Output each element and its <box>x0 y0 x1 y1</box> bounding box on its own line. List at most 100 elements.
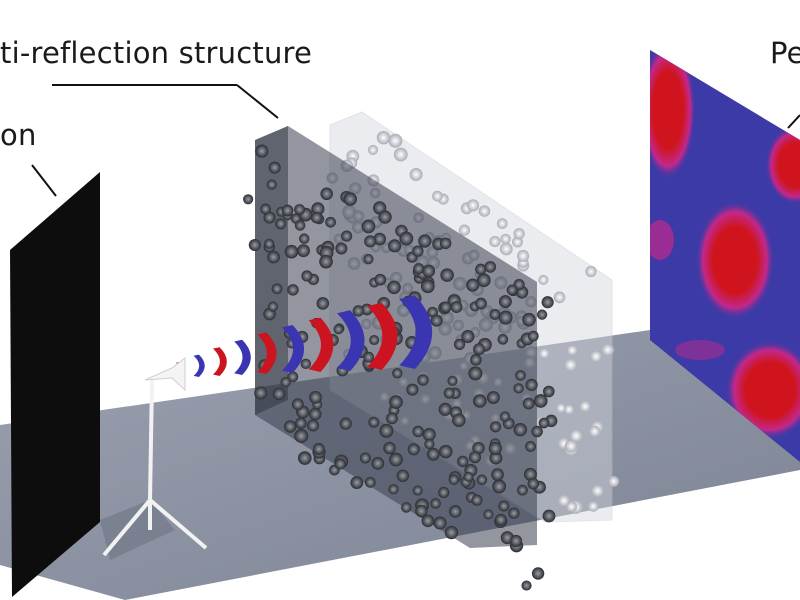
scatterer-sphere <box>424 438 435 450</box>
scatterer-sphere <box>531 425 543 438</box>
scatterer-sphere <box>343 192 357 206</box>
wavefront-arc <box>308 317 334 372</box>
label-anti-reflection-structure: ti-reflection structure <box>0 36 313 70</box>
scatterer-sphere <box>489 451 503 465</box>
scatterer-sphere <box>500 233 511 245</box>
scatterer-sphere <box>422 427 436 442</box>
scatterer-sphere <box>475 263 487 275</box>
scatterer-sphere <box>541 296 554 309</box>
scatterer-sphere <box>413 263 425 275</box>
scatterer-sphere <box>420 279 435 294</box>
scatterer-sphere <box>301 270 313 282</box>
scatterer-sphere <box>498 295 512 309</box>
scatterer-sphere <box>361 219 376 234</box>
scatterer-sphere <box>254 386 268 400</box>
scatterer-sphere <box>367 144 379 156</box>
scatterer-sphere <box>368 416 380 428</box>
scatterer-sphere <box>300 358 312 370</box>
scatterer-sphere <box>422 264 436 278</box>
scatterer-sphere <box>448 474 460 485</box>
scatterer-sphere <box>412 245 424 257</box>
scatterer-sphere <box>525 378 538 392</box>
panel-shadow <box>100 500 175 560</box>
scatterer-sphere <box>363 253 374 265</box>
scatterer-sphere <box>272 387 286 401</box>
scatterer-sphere <box>556 402 567 414</box>
label-pattern: Pe <box>770 36 800 70</box>
scatterer-sphere <box>388 133 403 148</box>
scatterer-sphere <box>608 475 620 487</box>
scatterer-sphere <box>468 366 483 381</box>
scatterer-sphere <box>386 412 398 425</box>
scatterer-sphere <box>415 504 428 518</box>
speaker-on-tripod <box>102 379 208 557</box>
scatterer-sphere <box>264 238 275 249</box>
label-leader-structure-diag <box>236 84 279 119</box>
wavefront-arc <box>234 339 251 375</box>
scatterer-sphere <box>438 444 453 459</box>
scatterer-sphere <box>440 268 454 282</box>
scatterer-sphere <box>287 284 299 296</box>
scatterer-sphere <box>371 456 385 470</box>
scatterer-sphere <box>378 210 392 224</box>
scatterer-sphere <box>393 147 408 162</box>
scatterer-sphere <box>438 486 450 499</box>
scatterer-sphere <box>513 383 524 394</box>
scatterer-sphere <box>524 467 537 481</box>
scatterer-sphere <box>538 417 550 429</box>
scatterer-sphere <box>320 187 333 201</box>
scatterer-sphere <box>489 421 501 433</box>
scatterer-sphere <box>387 280 401 295</box>
scatterer-sphere <box>374 273 387 286</box>
scatterer-sphere <box>508 507 520 519</box>
scatterer-sphere <box>466 278 480 292</box>
scatterer-sphere <box>389 452 403 467</box>
scatterer-sphere <box>590 350 603 363</box>
scatterer-sphere <box>499 411 511 422</box>
scatterer-sphere <box>267 301 279 312</box>
scatterer-sphere <box>489 235 501 248</box>
scatterer-sphere <box>406 383 419 396</box>
scatterer-sphere <box>473 394 487 408</box>
scatterer-sphere <box>450 301 463 314</box>
scatterer-sphere <box>478 205 491 217</box>
scatterer-sphere <box>364 235 377 248</box>
scatterer-sphere <box>392 368 403 379</box>
wavefront-arc <box>282 325 305 373</box>
scatterer-sphere <box>325 216 336 228</box>
scatterer-sphere <box>281 204 294 217</box>
scatterer-sphere <box>294 204 305 215</box>
scatterer-sphere <box>430 314 443 327</box>
scatterer-sphere <box>334 458 346 470</box>
scatterer-sphere <box>499 242 513 256</box>
scatterer-sphere <box>453 338 466 350</box>
scatterer-sphere <box>268 161 281 174</box>
scatterer-sphere <box>248 238 261 252</box>
scatterer-sphere <box>379 423 394 438</box>
scatterer-sphere <box>267 250 280 264</box>
scatterer-sphere <box>333 324 344 335</box>
scatterer-sphere <box>522 312 536 327</box>
scatterer-sphere <box>266 179 277 190</box>
scatterer-sphere <box>461 329 475 344</box>
scatterer-sphere <box>432 190 443 202</box>
scatterer-sphere <box>483 509 494 520</box>
scatterer-sphere <box>399 231 414 246</box>
scatterer-sphere <box>363 351 375 363</box>
scatterer-sphere <box>373 232 387 246</box>
scatterer-sphere <box>335 242 348 255</box>
scatterer-sphere <box>307 419 320 432</box>
scatterer-sphere <box>515 370 526 381</box>
scatterer-sphere <box>564 439 578 453</box>
scatterer-sphere <box>443 387 455 399</box>
scatterer-sphere <box>418 234 432 248</box>
scatterer-sphere <box>339 417 352 430</box>
scatterer-sphere <box>563 404 575 415</box>
scatterer-sphere <box>491 468 504 481</box>
scatterer-sphere <box>497 334 509 345</box>
scatterer-sphere <box>364 476 376 488</box>
scatterer-sphere <box>494 513 507 526</box>
scatterer-sphere <box>538 274 549 285</box>
scatterer-sphere <box>311 202 325 216</box>
